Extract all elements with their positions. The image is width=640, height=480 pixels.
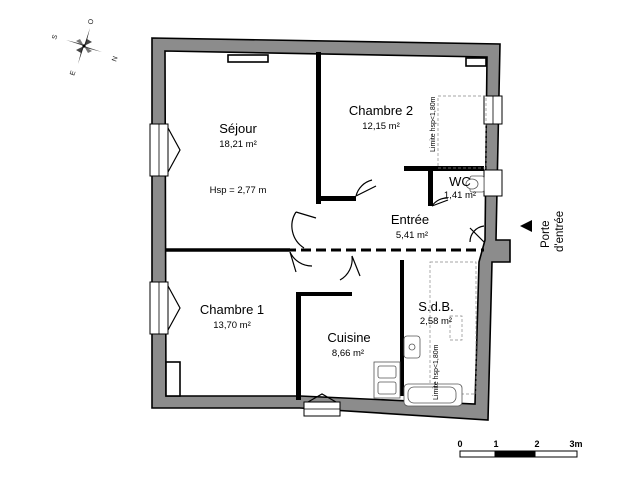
door-chambre1 xyxy=(289,251,313,273)
outer-walls xyxy=(151,37,511,421)
room-area-wc: 1,41 m² xyxy=(444,190,476,201)
window-chambre1 xyxy=(149,281,181,335)
room-name-wc: WC xyxy=(449,174,471,189)
compass-east: E xyxy=(69,70,77,77)
room-area-entree: 5,41 m² xyxy=(396,230,428,241)
room-area-sdb: 2,58 m² xyxy=(420,316,452,327)
scale-tick-1: 1 xyxy=(493,439,498,449)
door-cuisine xyxy=(339,255,361,281)
door-wc xyxy=(431,197,449,207)
room-note-sdb: Limite hsp<1,80m xyxy=(433,344,440,400)
window-sejour xyxy=(149,123,181,177)
wc-toilet-icon xyxy=(465,175,485,193)
kitchen-sink-icon xyxy=(373,361,401,399)
room-area-cuisine: 8,66 m² xyxy=(332,348,364,359)
room-area-chambre2: 12,15 m² xyxy=(362,121,400,132)
limit-zone-chambre2 xyxy=(437,95,487,169)
window-cuisine xyxy=(303,393,341,417)
compass-north: N xyxy=(111,56,119,63)
window-chambre2 xyxy=(483,95,503,125)
interior-walls xyxy=(166,52,484,400)
compass-rose: N S E O xyxy=(51,18,119,77)
window-wc xyxy=(483,169,503,197)
scale-tick-3: 3m xyxy=(569,439,582,449)
scale-tick-2: 2 xyxy=(534,439,539,449)
room-area-sejour: 18,21 m² xyxy=(219,139,257,150)
room-name-chambre2: Chambre 2 xyxy=(349,103,413,118)
room-note-chambre2: Limite hsp<1,80m xyxy=(430,96,437,152)
entrance-arrow-icon xyxy=(520,220,532,232)
room-name-cuisine: Cuisine xyxy=(327,330,370,345)
room-name-entree: Entrée xyxy=(391,212,429,227)
door-sejour xyxy=(291,211,317,249)
washbasin-icon xyxy=(403,335,421,359)
bathtub-icon xyxy=(403,383,463,407)
compass-south: S xyxy=(51,34,59,41)
scale-bar: 0 1 2 3m xyxy=(457,439,583,458)
room-name-sejour: Séjour xyxy=(219,121,257,136)
entrance-label-2: d'entrée xyxy=(554,211,566,252)
door-chambre2 xyxy=(355,179,377,197)
shower-icon xyxy=(449,315,463,341)
entrance-label-1: Porte xyxy=(540,221,552,249)
compass-west: O xyxy=(87,18,96,26)
room-area-chambre1: 13,70 m² xyxy=(213,320,251,331)
scale-tick-0: 0 xyxy=(457,439,462,449)
room-name-sdb: S.d.B. xyxy=(418,299,453,314)
door-entree xyxy=(469,225,485,243)
room-name-chambre1: Chambre 1 xyxy=(200,302,264,317)
room-note-sejour: Hsp = 2,77 m xyxy=(210,185,267,196)
